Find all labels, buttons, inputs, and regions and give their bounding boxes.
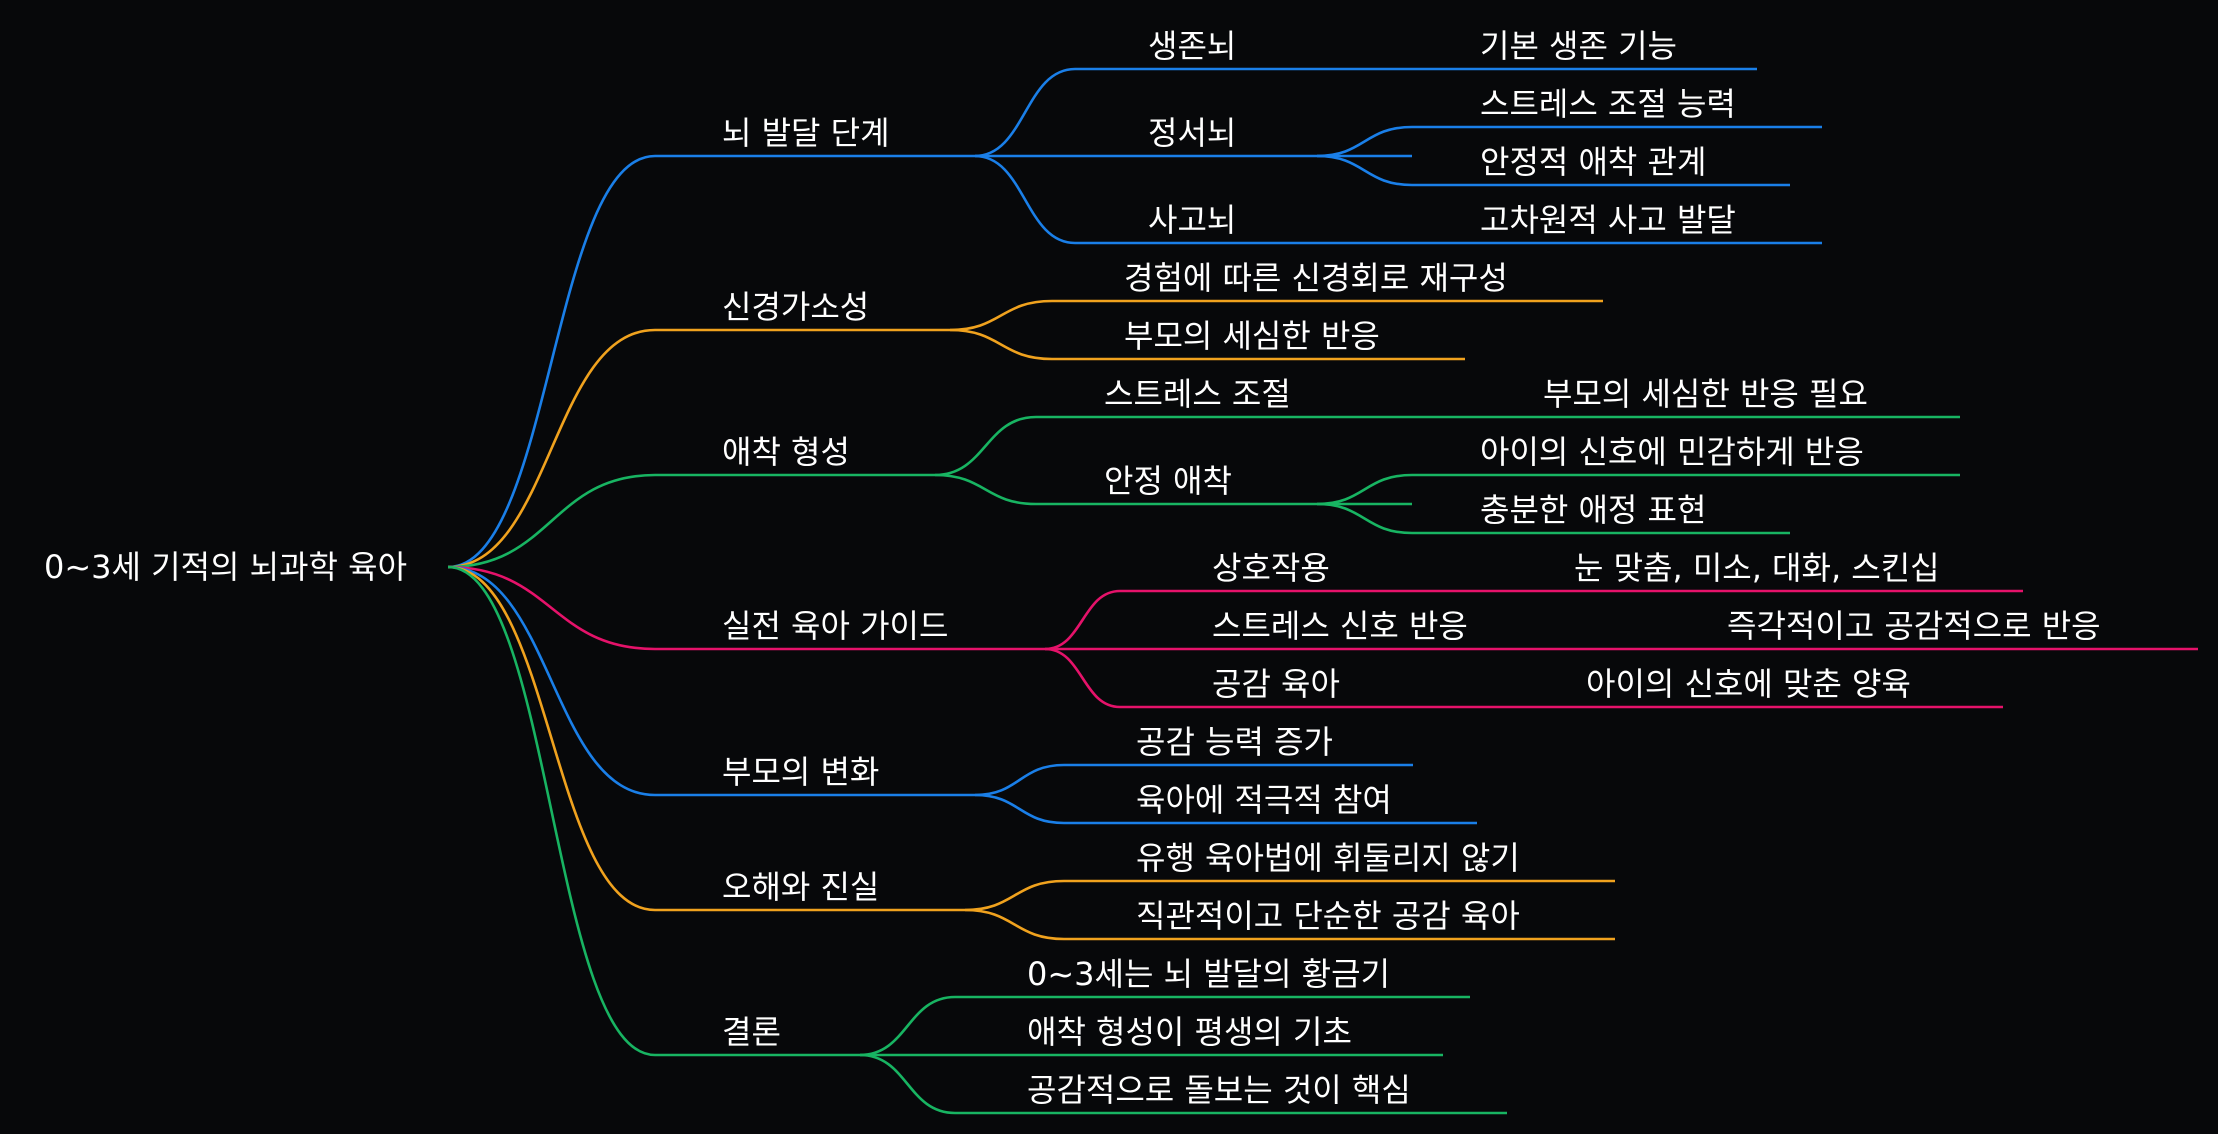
detail-node: 스트레스 조절 능력 (1480, 85, 1736, 123)
detail-node: 충분한 애정 표현 (1480, 491, 1706, 529)
subtopic-connector (964, 879, 1065, 912)
branch-connector (447, 565, 656, 1057)
subtopic-connector (974, 763, 1065, 797)
subtopic-connector (974, 154, 1076, 245)
subtopic-connector (949, 299, 1053, 332)
detail-connector (1316, 125, 1413, 158)
branch-node: 신경가소성 (722, 288, 869, 326)
branch-node: 오해와 진실 (722, 868, 879, 906)
branch-node: 애착 형성 (722, 433, 850, 471)
detail-connector (1316, 154, 1413, 187)
subtopic-node: 직관적이고 단순한 공감 육아 (1136, 897, 1520, 935)
detail-node: 안정적 애착 관계 (1480, 143, 1706, 181)
connector-lines (447, 67, 2198, 1115)
subtopic-node: 안정 애착 (1104, 462, 1232, 500)
branch-node: 부모의 변화 (722, 753, 879, 791)
detail-node: 아이의 신호에 맞춘 양육 (1586, 665, 1911, 703)
detail-connector (1316, 502, 1413, 535)
subtopic-connector (974, 67, 1076, 158)
subtopic-connector (964, 908, 1065, 941)
subtopic-node: 사고뇌 (1148, 201, 1236, 239)
branch-connector (447, 473, 656, 569)
detail-node: 부모의 세심한 반응 필요 (1543, 375, 1868, 413)
subtopic-node: 스트레스 조절 (1104, 375, 1291, 413)
branch-node: 결론 (722, 1013, 781, 1051)
detail-node: 즉각적이고 공감적으로 반응 (1727, 607, 2101, 645)
branch-node: 뇌 발달 단계 (722, 114, 890, 152)
subtopic-connector (934, 415, 1037, 477)
branch-connector (447, 565, 656, 912)
subtopic-node: 스트레스 신호 반응 (1212, 607, 1468, 645)
subtopic-node: 공감적으로 돌보는 것이 핵심 (1027, 1071, 1411, 1109)
detail-node: 아이의 신호에 민감하게 반응 (1480, 433, 1864, 471)
branch-node: 실전 육아 가이드 (722, 607, 948, 645)
detail-node: 고차원적 사고 발달 (1480, 201, 1736, 239)
subtopic-connector (934, 473, 1037, 506)
branch-connector (447, 154, 656, 569)
detail-node: 기본 생존 기능 (1480, 27, 1677, 65)
subtopic-node: 공감 육아 (1212, 665, 1340, 703)
subtopic-node: 부모의 세심한 반응 (1124, 317, 1380, 355)
branch-connector (447, 328, 656, 569)
subtopic-node: 공감 능력 증가 (1136, 723, 1333, 761)
subtopic-connector (859, 995, 956, 1057)
subtopic-node: 생존뇌 (1148, 27, 1236, 65)
subtopic-node: 애착 형성이 평생의 기초 (1027, 1013, 1352, 1051)
subtopic-connector (949, 328, 1053, 361)
subtopic-node: 0~3세는 뇌 발달의 황금기 (1027, 955, 1390, 993)
detail-connector (1316, 473, 1413, 506)
subtopic-connector (859, 1053, 956, 1115)
subtopic-connector (1044, 647, 1121, 709)
root-node: 0~3세 기적의 뇌과학 육아 (44, 548, 407, 586)
subtopic-node: 유행 육아법에 휘둘리지 않기 (1136, 839, 1520, 877)
detail-node: 눈 맞춤, 미소, 대화, 스킨십 (1574, 549, 1940, 587)
subtopic-connector (1044, 589, 1121, 651)
branch-connector (447, 565, 656, 651)
subtopic-node: 상호작용 (1212, 549, 1330, 587)
subtopic-node: 경험에 따른 신경회로 재구성 (1124, 259, 1508, 297)
subtopic-connector (974, 793, 1065, 825)
branch-connector (447, 565, 656, 797)
subtopic-node: 육아에 적극적 참여 (1136, 781, 1392, 819)
subtopic-node: 정서뇌 (1148, 114, 1236, 152)
